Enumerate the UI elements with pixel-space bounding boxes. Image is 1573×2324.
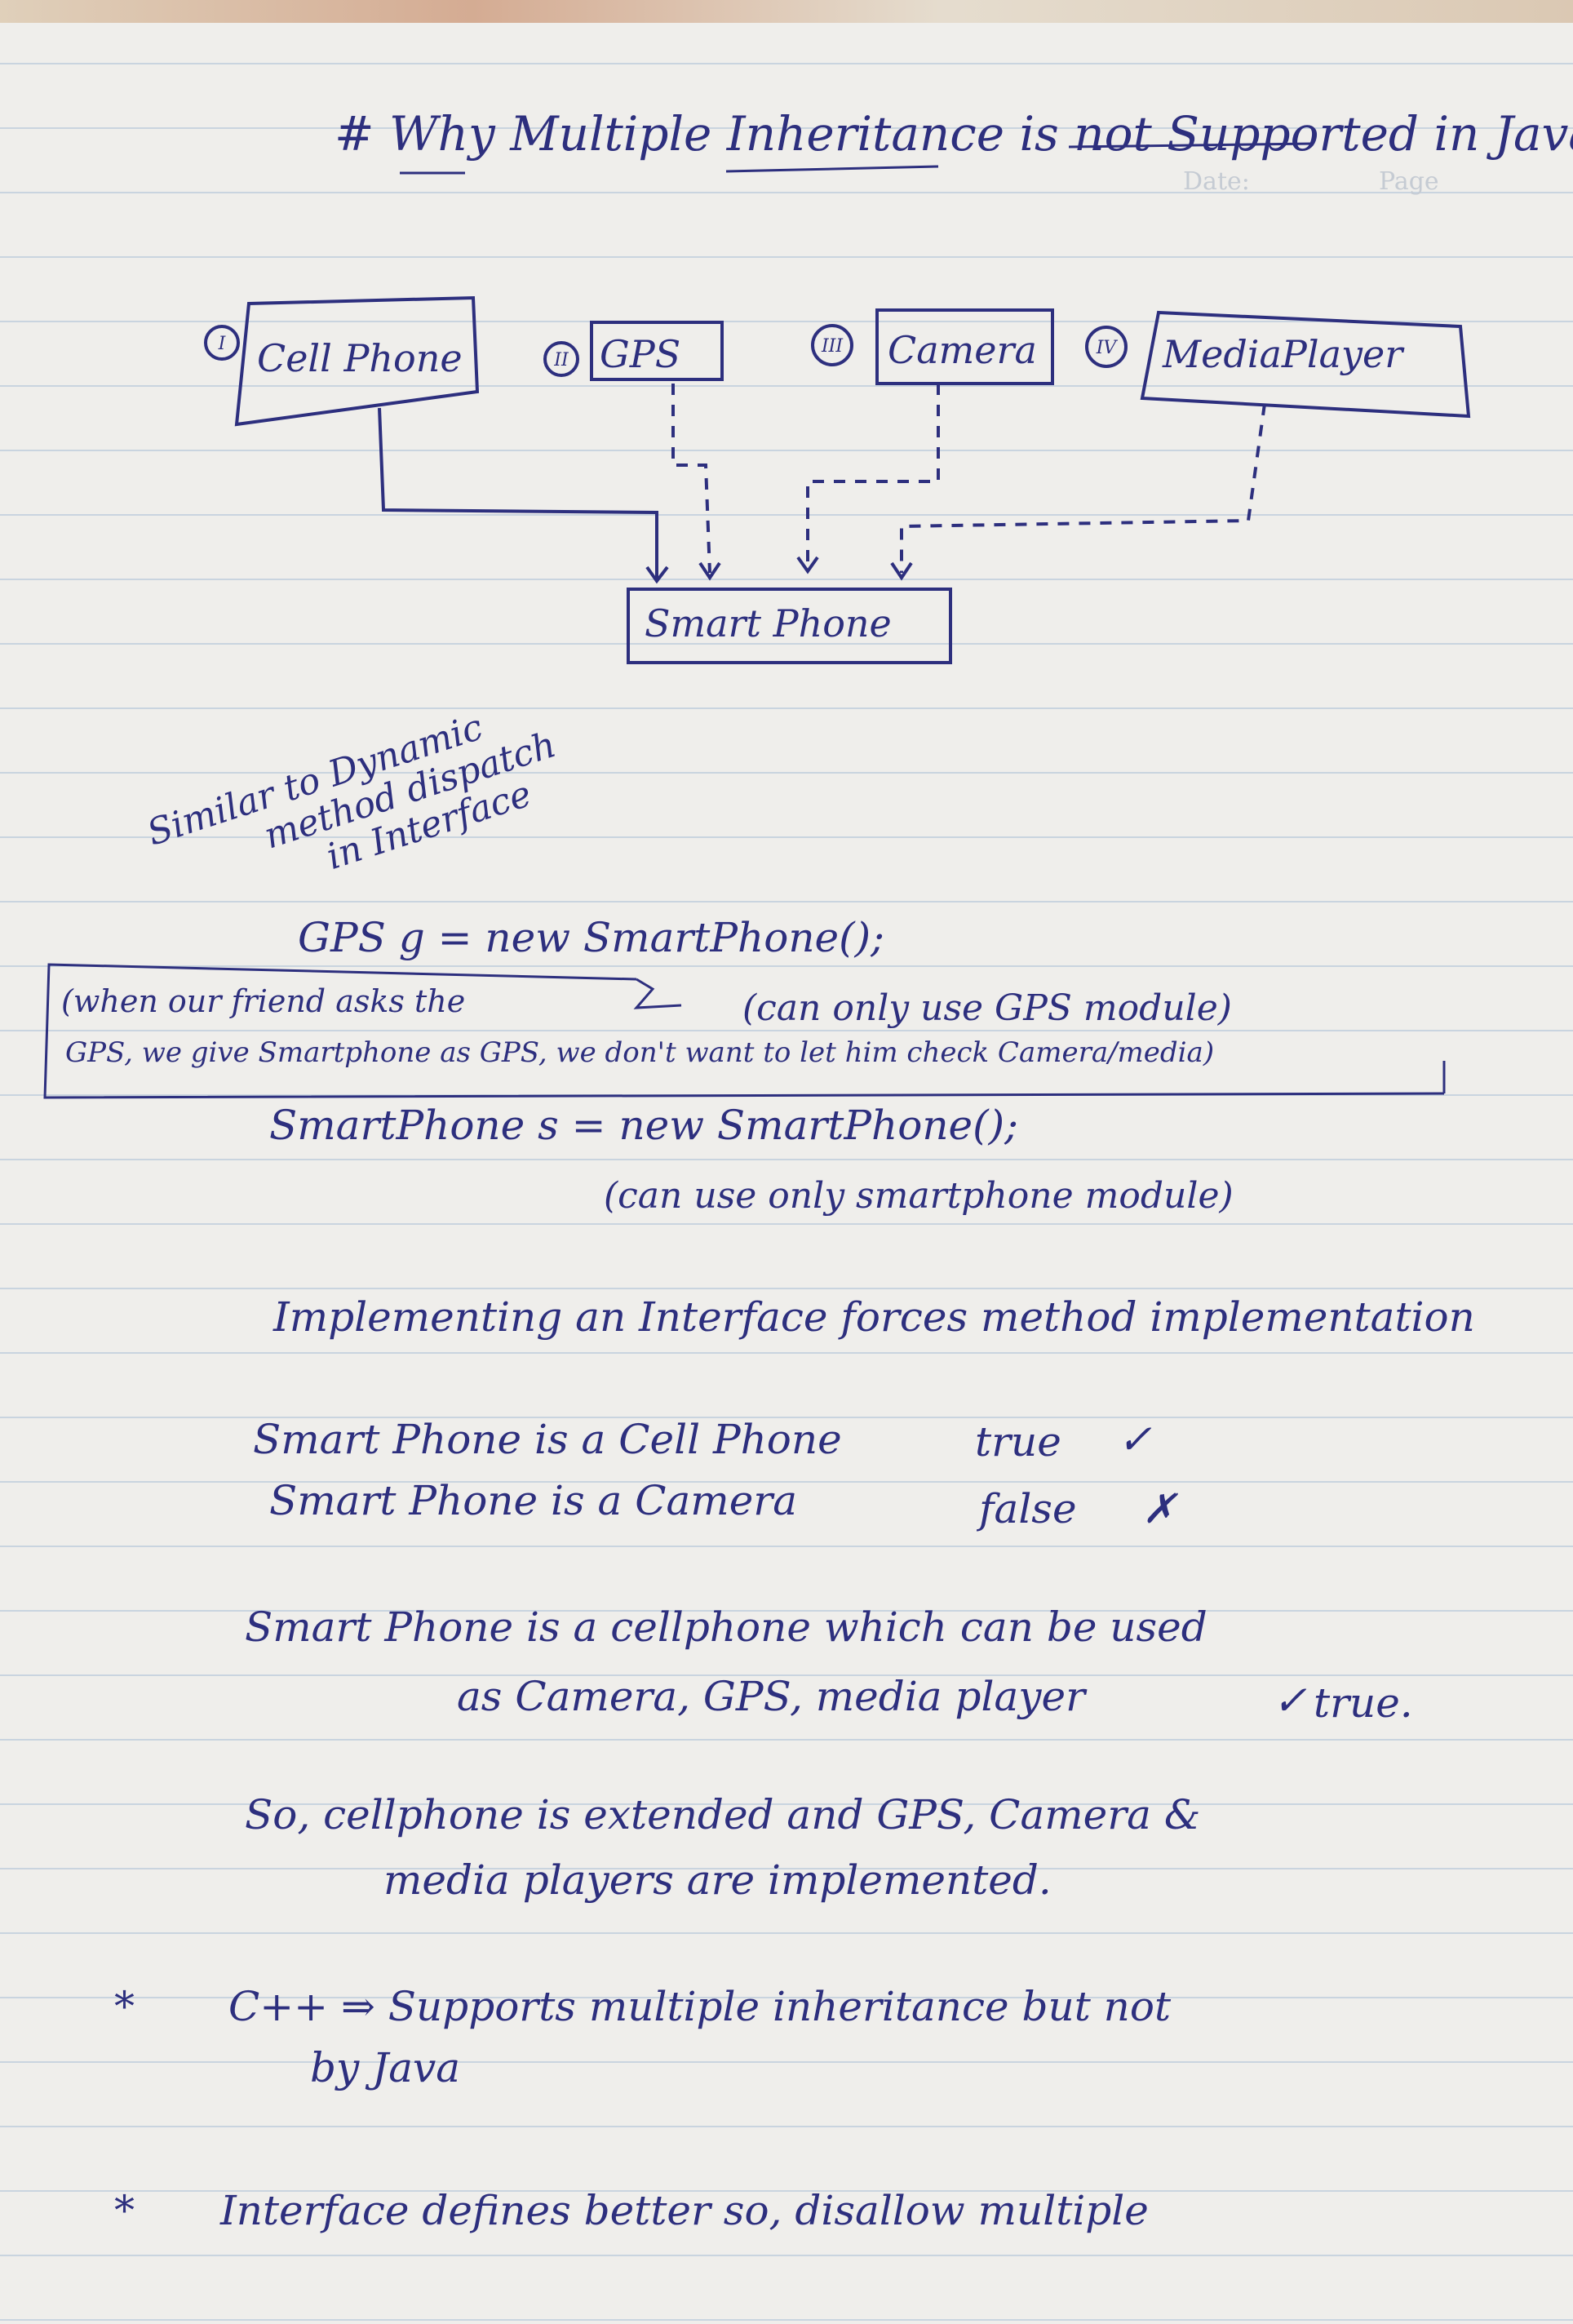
cpp-line-1: C++ ⇒ Supports multiple inheritance but … (228, 1983, 1172, 2030)
smart-phone-box (627, 588, 952, 664)
page-title: # Why Multiple Inheritance is not Suppor… (335, 106, 1573, 162)
cpp-line-2: by Java (310, 2044, 461, 2091)
legend-implements-label: Implements (1007, 728, 1233, 734)
implementing-statement: Implementing an Interface forces method … (273, 1293, 1475, 1341)
asterisk-icon-2: * (114, 2187, 135, 2234)
page-top-edge (0, 0, 1573, 23)
so-line-1: So, cellphone is extended and GPS, Camer… (245, 1791, 1201, 1838)
isa-statement-2: Smart Phone is a Camera (269, 1477, 798, 1524)
media-player-label: MediaPlayer (1162, 332, 1405, 376)
page-faint-label: Page (1379, 167, 1439, 196)
camera-box (875, 308, 1054, 385)
interface-line: Interface defines better so, disallow mu… (220, 2187, 1149, 2234)
bracket-note-line-2: GPS, we give Smartphone as GPS, we don't… (65, 1036, 1215, 1069)
num-3: III (821, 336, 844, 357)
description-line-2-value: true. (1314, 1679, 1413, 1727)
media-player-box (1140, 310, 1471, 419)
isa-statement-1-value: true (975, 1418, 1061, 1466)
asterisk-icon: * (114, 1983, 135, 2030)
description-line-1: Smart Phone is a cellphone which can be … (245, 1603, 1207, 1651)
smart-phone-label: Smart Phone (645, 601, 892, 645)
so-line-2: media players are implemented. (383, 1856, 1052, 1904)
num-1: I (218, 334, 227, 354)
smartphone-code-comment: (can use only smartphone module) (604, 1175, 1234, 1217)
cross-mark-icon: ✗ (1142, 1485, 1176, 1532)
camera-label: Camera (888, 328, 1037, 372)
gps-box (590, 321, 724, 381)
check-mark-icon: ✓ (1118, 1416, 1152, 1463)
gps-code-comment: (can only use GPS module) (742, 987, 1232, 1029)
num-4: IV (1096, 338, 1119, 358)
description-check-icon: ✓ (1273, 1677, 1307, 1724)
cell-phone-label: Cell Phone (257, 336, 463, 380)
cell-phone-box (234, 295, 480, 427)
gps-code-line: GPS g = new SmartPhone(); (298, 914, 884, 961)
inheritance-diagram: I II III IV Cell Phone GPS Camera MediaP… (204, 295, 1471, 734)
title-underlines (400, 142, 1314, 175)
date-faint-label: Date: (1183, 167, 1250, 196)
description-line-2: as Camera, GPS, media player (457, 1673, 1086, 1720)
camera-implements-line (806, 384, 940, 567)
isa-statement-1: Smart Phone is a Cell Phone (253, 1416, 842, 1463)
bracket-note-box (43, 963, 1446, 1099)
isa-statement-2-value: false (979, 1485, 1077, 1532)
gps-label: GPS (600, 332, 680, 376)
bracket-note-line-1: (when our friend asks the (61, 983, 466, 1019)
num-2: II (553, 350, 569, 370)
smartphone-code-line: SmartPhone s = new SmartPhone(); (269, 1102, 1018, 1149)
extends-line (378, 407, 658, 579)
